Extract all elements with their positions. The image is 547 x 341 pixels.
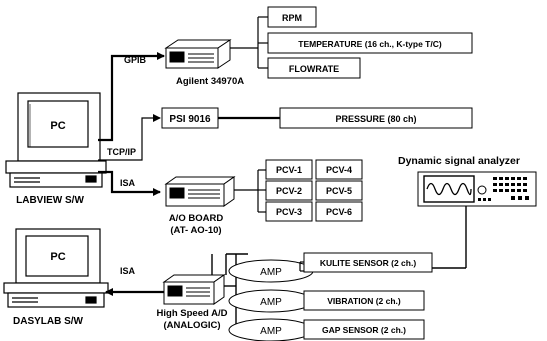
kulite-label: KULITE SENSOR (2 ch.) xyxy=(320,258,417,268)
rpm-label: RPM xyxy=(282,13,302,23)
labview-sw-label: LABVIEW S/W xyxy=(16,195,84,206)
isa-top-label: ISA xyxy=(120,178,136,188)
ao-board-icon xyxy=(166,177,234,206)
labview-pc-icon xyxy=(6,93,106,187)
isa-bottom-label: ISA xyxy=(120,266,136,276)
pressure-label: PRESSURE (80 ch) xyxy=(335,114,416,124)
tcpip-label: TCP/IP xyxy=(107,147,136,157)
ao-board-label-line1: A/O BOARD xyxy=(169,213,224,224)
pcv-4-label: PCV-4 xyxy=(326,165,352,175)
psi-label: PSI 9016 xyxy=(169,114,211,125)
labview-pc-label: PC xyxy=(50,120,65,132)
pcv-grid: PCV-1 PCV-4 PCV-2 PCV-5 PCV-3 PCV-6 xyxy=(266,160,362,221)
dsa-label: Dynamic signal analyzer xyxy=(398,155,520,167)
amp-1-label: AMP xyxy=(260,267,282,278)
pcv-1-label: PCV-1 xyxy=(276,165,302,175)
pcv-5-label: PCV-5 xyxy=(326,186,352,196)
pcv-2-label: PCV-2 xyxy=(276,186,302,196)
pcv-3-label: PCV-3 xyxy=(276,207,302,217)
dasylab-pc-icon xyxy=(4,229,108,307)
gpib-label: GPIB xyxy=(124,55,147,65)
ao-pcv-links xyxy=(234,170,266,212)
dsa-instrument-icon xyxy=(418,172,536,206)
pcv-6-label: PCV-6 xyxy=(326,207,352,217)
amp-2-label: AMP xyxy=(260,297,282,308)
agilent-instrument-icon xyxy=(166,40,230,68)
dasylab-sw-label: DASYLAB S/W xyxy=(13,316,84,327)
highspeed-ad-icon xyxy=(164,275,224,304)
highspeed-label-line2: (ANALOGIC) xyxy=(164,320,221,331)
temperature-label: TEMPERATURE (16 ch., K-type T/C) xyxy=(298,39,442,49)
ao-board-label-line2: (AT- AO-10) xyxy=(170,225,221,236)
flowrate-label: FLOWRATE xyxy=(289,64,339,74)
amp-3-label: AMP xyxy=(260,326,282,337)
highspeed-label-line1: High Speed A/D xyxy=(157,308,228,319)
gpib-connection xyxy=(98,56,164,140)
dasylab-pc-label: PC xyxy=(50,251,65,263)
gap-label: GAP SENSOR (2 ch.) xyxy=(322,325,406,335)
agilent-sensor-links xyxy=(230,17,268,68)
agilent-label: Agilent 34970A xyxy=(176,76,244,87)
vibration-label: VIBRATION (2 ch.) xyxy=(327,296,401,306)
